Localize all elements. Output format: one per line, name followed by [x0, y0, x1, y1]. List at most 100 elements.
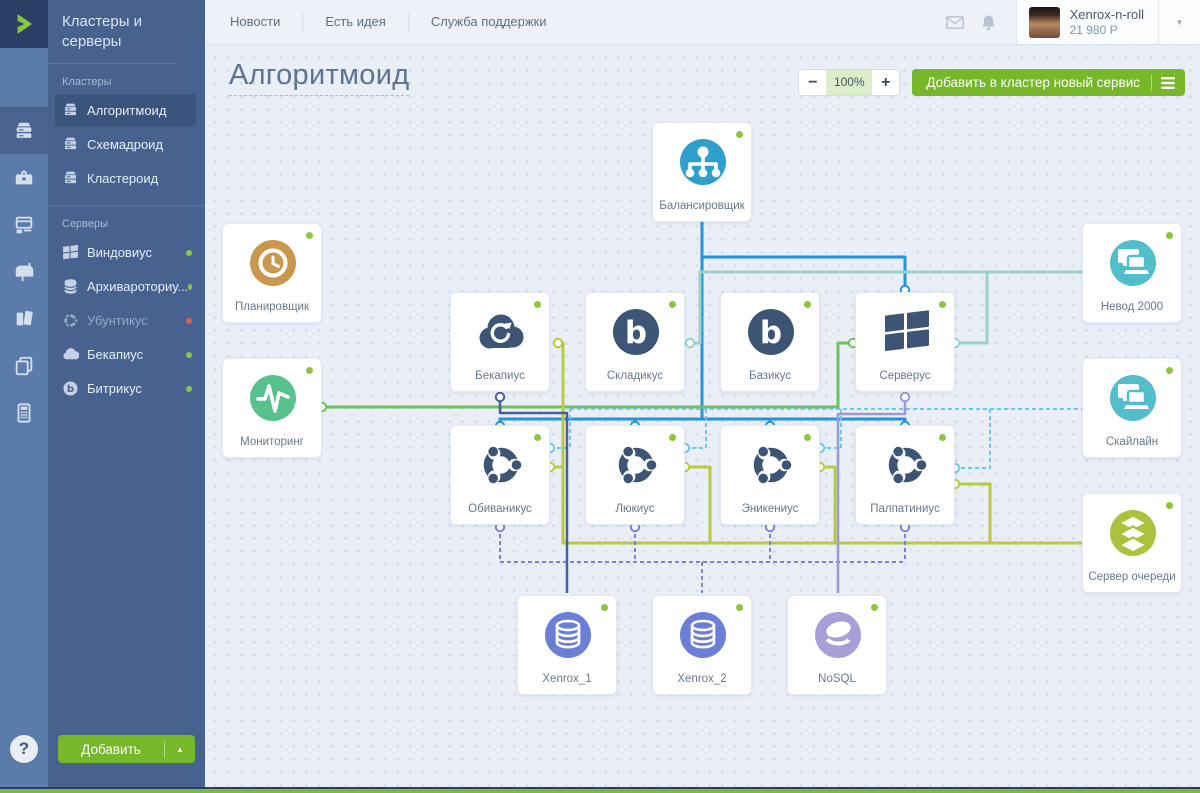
node-label: Складикус — [606, 370, 664, 382]
menu-icon[interactable] — [1161, 76, 1175, 89]
server-stack-icon — [62, 170, 79, 187]
node-xenrox1[interactable]: Xenrox_1 — [517, 595, 617, 695]
books-icon[interactable] — [0, 295, 48, 342]
node-label: Обиваникус — [468, 503, 532, 515]
add-caret-icon[interactable]: ▲ — [176, 744, 184, 754]
user-menu[interactable]: Xenrox-n-roll 21 980 Р — [1015, 0, 1158, 44]
node-status-dot — [939, 434, 946, 441]
link-olive — [955, 482, 992, 543]
node-scheduler[interactable]: Планировщик — [222, 223, 322, 323]
copy-icon[interactable] — [0, 342, 48, 389]
node-nosql[interactable]: NoSQL — [787, 595, 887, 695]
node-status-dot — [736, 604, 743, 611]
node-obivanikus[interactable]: Обиваникус — [450, 425, 550, 525]
calculator-icon[interactable] — [0, 389, 48, 436]
zoom-level: 100% — [826, 70, 873, 95]
svg-text:b: b — [625, 315, 647, 351]
chevron-logo-icon — [17, 14, 33, 34]
add-service-label: Добавить в кластер новый сервис — [926, 75, 1140, 90]
top-link-служба-поддержки[interactable]: Служба поддержки — [430, 14, 547, 29]
status-dot-green — [186, 351, 192, 358]
computers-icon — [1102, 232, 1164, 294]
node-status-dot — [306, 367, 313, 374]
node-palpatinius[interactable]: Палпатиниус — [855, 425, 955, 525]
add-button-label: Добавить — [81, 741, 141, 757]
node-label: Невод 2000 — [1100, 301, 1164, 313]
add-service-button[interactable]: Добавить в кластер новый сервис — [912, 69, 1185, 96]
node-balancer[interactable]: Балансировщик — [652, 122, 752, 222]
section-label: Кластеры — [62, 76, 112, 88]
status-dot-green — [186, 249, 192, 256]
bitrix-mini-icon: b — [62, 380, 79, 397]
app-logo[interactable] — [0, 0, 48, 48]
top-link-есть-идея[interactable]: Есть идея — [303, 12, 409, 32]
mailbox-icon[interactable] — [0, 248, 48, 295]
node-status-dot — [871, 604, 878, 611]
node-lyukius[interactable]: Люкиус — [585, 425, 685, 525]
node-label: Базикус — [748, 370, 792, 382]
sidebar-item-label: Убунтикус — [87, 313, 148, 328]
add-button[interactable]: Добавить ▲ — [58, 735, 195, 763]
bell-icon[interactable] — [972, 0, 1006, 44]
sidebar-item-бекапиус[interactable]: Бекапиус — [55, 338, 196, 371]
browser-icon[interactable] — [0, 201, 48, 248]
db-icon — [672, 604, 734, 666]
cloud-mini-icon — [62, 346, 80, 363]
mail-icon[interactable] — [938, 0, 972, 44]
connection-port[interactable] — [494, 391, 506, 403]
ubuntu-icon — [740, 434, 802, 496]
sidebar-item-схемадроид[interactable]: Схемадроид — [55, 128, 196, 161]
help-button[interactable]: ? — [10, 735, 38, 763]
connection-port[interactable] — [684, 337, 696, 349]
bitrix-icon: b — [605, 301, 667, 363]
zoom-in-button[interactable]: + — [872, 70, 900, 95]
divider — [164, 740, 165, 758]
sidebar-item-архивароториу-[interactable]: Архивароториу... — [55, 270, 196, 303]
node-queue[interactable]: Сервер очереди — [1082, 493, 1182, 593]
link-blue — [498, 417, 907, 426]
node-label: NoSQL — [818, 673, 856, 685]
layers-icon — [1102, 502, 1164, 564]
connection-port[interactable] — [552, 337, 564, 349]
top-link-новости[interactable]: Новости — [208, 12, 304, 32]
link-cyan — [958, 409, 991, 469]
node-serverus[interactable]: Серверус — [855, 292, 955, 392]
user-balance: 21 980 Р — [1069, 23, 1118, 37]
node-bekapius[interactable]: Бекапиус — [450, 292, 550, 392]
node-label: Сервер очереди — [1088, 571, 1176, 583]
cluster-canvas: Алгоритмоид − 100% + Добавить в кластер … — [205, 45, 1200, 787]
computers-icon — [1102, 367, 1164, 429]
zoom-out-button[interactable]: − — [799, 70, 827, 95]
node-skyline[interactable]: Скайлайн — [1082, 358, 1182, 458]
clusters-servers-icon[interactable] — [0, 107, 48, 154]
sidebar-item-виндовиус[interactable]: Виндовиус — [55, 236, 196, 269]
connection-lines — [316, 222, 1082, 593]
ubuntu-icon — [605, 434, 667, 496]
node-xenrox2[interactable]: Xenrox_2 — [652, 595, 752, 695]
node-status-dot — [804, 434, 811, 441]
user-caret-icon[interactable]: ▼ — [1158, 0, 1200, 44]
briefcase-icon[interactable] — [0, 154, 48, 201]
node-enikenius[interactable]: Эникениус — [720, 425, 820, 525]
sidebar-item-кластероид[interactable]: Кластероид — [55, 162, 196, 195]
connection-port[interactable] — [899, 391, 911, 403]
link-cyan — [685, 409, 707, 449]
zoom-control: − 100% + — [798, 69, 901, 96]
sidebar-item-алгоритмоид[interactable]: Алгоритмоид — [55, 94, 196, 127]
sidebar-item-убунтикус[interactable]: Убунтикус — [55, 304, 196, 337]
ubuntu-icon — [470, 434, 532, 496]
node-monitoring[interactable]: Мониторинг — [222, 358, 322, 458]
link-cyan — [820, 409, 842, 449]
node-nevod2000[interactable]: Невод 2000 — [1082, 223, 1182, 323]
link-teal — [955, 272, 989, 345]
cluster-title[interactable]: Алгоритмоид — [229, 59, 410, 96]
db-mini-icon — [62, 278, 79, 295]
link-blue — [702, 255, 907, 288]
